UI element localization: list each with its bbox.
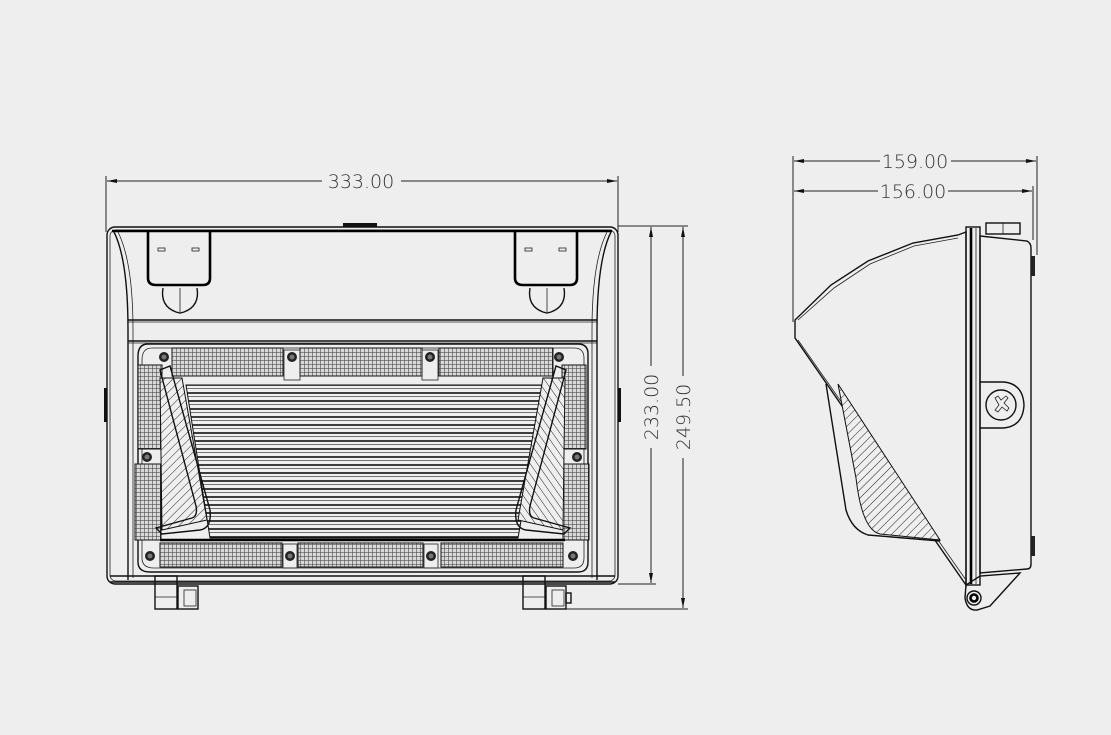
dimension-height-overall-label: 249.50 [673, 384, 695, 450]
screw-icon [572, 452, 582, 462]
dimension-height-overall: 249.50 [560, 225, 695, 610]
screw-icon [568, 551, 578, 561]
dimension-width-label: 333.00 [328, 171, 394, 193]
side-reflector [837, 383, 941, 541]
side-view: 159.00 156.00 [792, 151, 1038, 611]
dimension-depth-body: 156.00 [794, 181, 1034, 240]
screw-icon [423, 543, 439, 569]
screw-icon [554, 352, 564, 362]
dimension-depth-overall-label: 159.00 [882, 151, 948, 173]
bottom-bracket-left [154, 575, 199, 610]
dimension-depth-body-label: 156.00 [880, 181, 946, 203]
screw-icon [421, 349, 439, 381]
back-housing [979, 235, 1032, 574]
phillips-screw-icon [994, 395, 1010, 413]
screw-icon [282, 543, 298, 569]
grille-top [171, 347, 554, 377]
screw-icon [283, 349, 301, 381]
screw-icon [145, 551, 155, 561]
bracket-right [515, 365, 572, 535]
front-view: 333.00 233.00 249.50 [104, 171, 695, 610]
bottom-bracket-right [522, 575, 572, 610]
mounting-hook-left [146, 231, 212, 314]
screw-icon [159, 352, 169, 362]
side-screw [980, 381, 1025, 429]
grille-right [561, 364, 590, 541]
screw-icon [142, 452, 152, 462]
mounting-hook-right [513, 231, 579, 314]
bezel [137, 343, 589, 573]
dimension-width: 333.00 [105, 171, 619, 232]
heatsink-fins [185, 384, 546, 539]
screws [142, 349, 582, 569]
dimension-height-body: 233.00 [618, 225, 663, 585]
frame [965, 226, 981, 586]
dimension-depth-overall: 159.00 [792, 151, 1038, 322]
bracket-left [154, 365, 211, 535]
hinge [964, 572, 1022, 611]
housing [104, 223, 621, 585]
dimension-height-body-label: 233.00 [641, 374, 663, 440]
grille-bottom [159, 542, 564, 568]
